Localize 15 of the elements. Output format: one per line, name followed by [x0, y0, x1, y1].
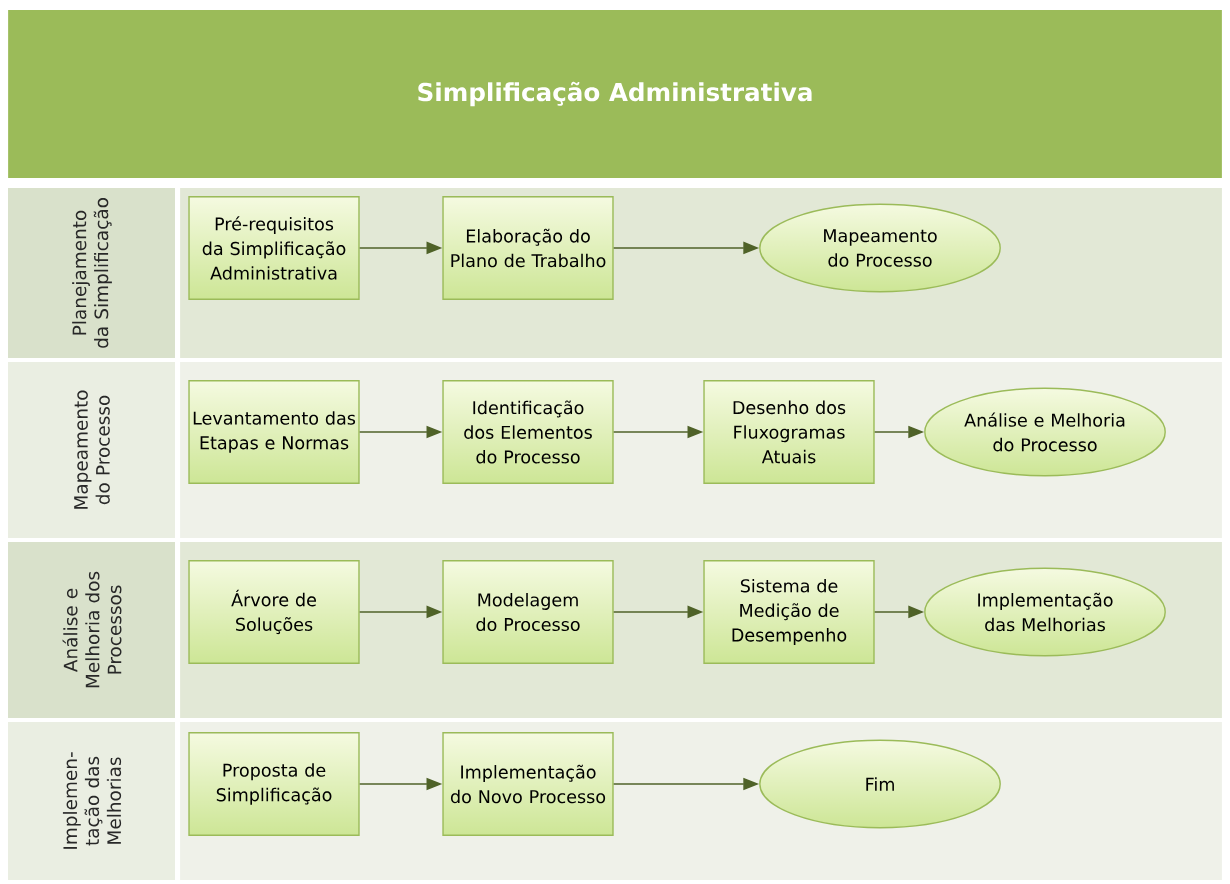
process-box: Desenho dos Fluxogramas Atuais: [703, 380, 875, 484]
node-label: Planejamento da Simplificação: [72, 198, 112, 348]
node-label: Análise e Melhoria dos Processos: [62, 571, 122, 688]
process-box: Levantamento das Etapas e Normas: [188, 380, 360, 484]
node-label: Mapeamento do Processo: [74, 390, 110, 509]
process-box: Árvore de Soluções: [188, 560, 360, 664]
process-box: Sistema de Medição de Desempenho: [703, 560, 875, 664]
process-box: Elaboração do Plano de Trabalho: [442, 196, 614, 300]
process-box: Modelagem do Processo: [442, 560, 614, 664]
process-box: Pré-requisitos da Simplificação Administrativa: [188, 196, 360, 300]
process-box: Implementação do Novo Processo: [442, 732, 614, 836]
title-banner: Simplificação Administrativa: [8, 10, 1222, 178]
node-label: Implemen-tação das Melhorias: [62, 752, 122, 849]
process-box: Proposta de Simplificação: [188, 732, 360, 836]
process-box: Identificação dos Elementos do Processo: [442, 380, 614, 484]
